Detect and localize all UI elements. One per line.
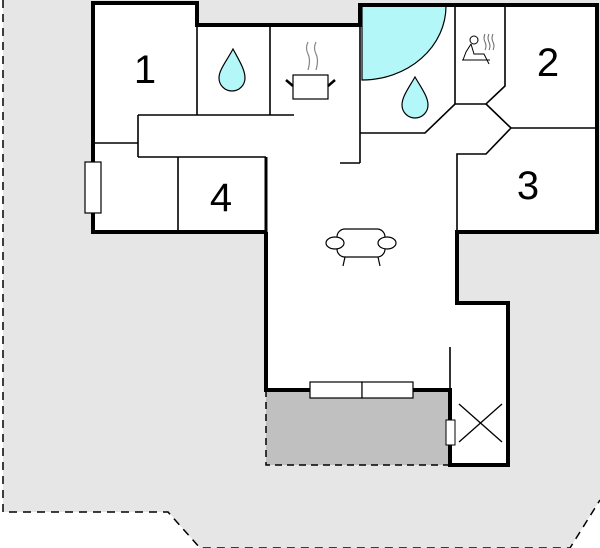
sofa-icon — [325, 228, 397, 267]
window — [361, 381, 414, 399]
elevator-cross-icon — [458, 403, 503, 443]
door — [445, 419, 456, 446]
door — [84, 161, 102, 214]
room-2-label: 2 — [536, 41, 560, 85]
cooking-pot-icon — [285, 41, 336, 100]
room-1-label: 1 — [133, 48, 157, 92]
pool — [361, 5, 447, 81]
room-4-label: 4 — [209, 176, 233, 220]
terrace — [266, 390, 450, 465]
window — [309, 381, 363, 399]
water-drop-icon — [218, 47, 246, 92]
terrace-boundary — [265, 390, 450, 466]
room-3-label: 3 — [516, 164, 540, 208]
water-drop-icon — [401, 75, 429, 119]
sauna-icon — [462, 33, 495, 65]
